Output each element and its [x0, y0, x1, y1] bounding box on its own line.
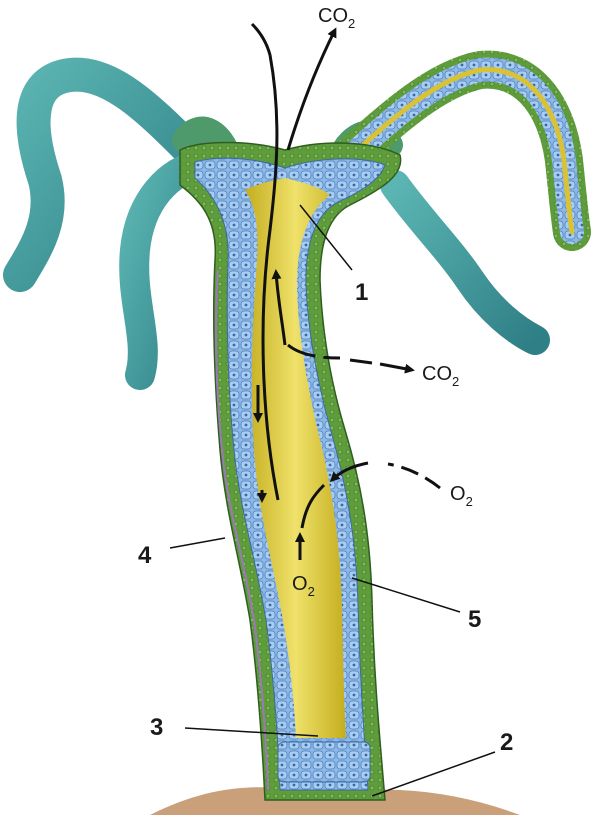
label-1: 1: [355, 279, 368, 306]
label-5: 5: [468, 606, 481, 633]
basal-disc: [278, 742, 370, 782]
co2-top-label: CO2: [318, 5, 355, 31]
label-3: 3: [150, 714, 163, 741]
co2-right-label: CO2: [422, 363, 459, 389]
o2-right-label: O2: [450, 483, 473, 509]
label-2: 2: [500, 729, 513, 756]
label-4: 4: [138, 542, 152, 569]
